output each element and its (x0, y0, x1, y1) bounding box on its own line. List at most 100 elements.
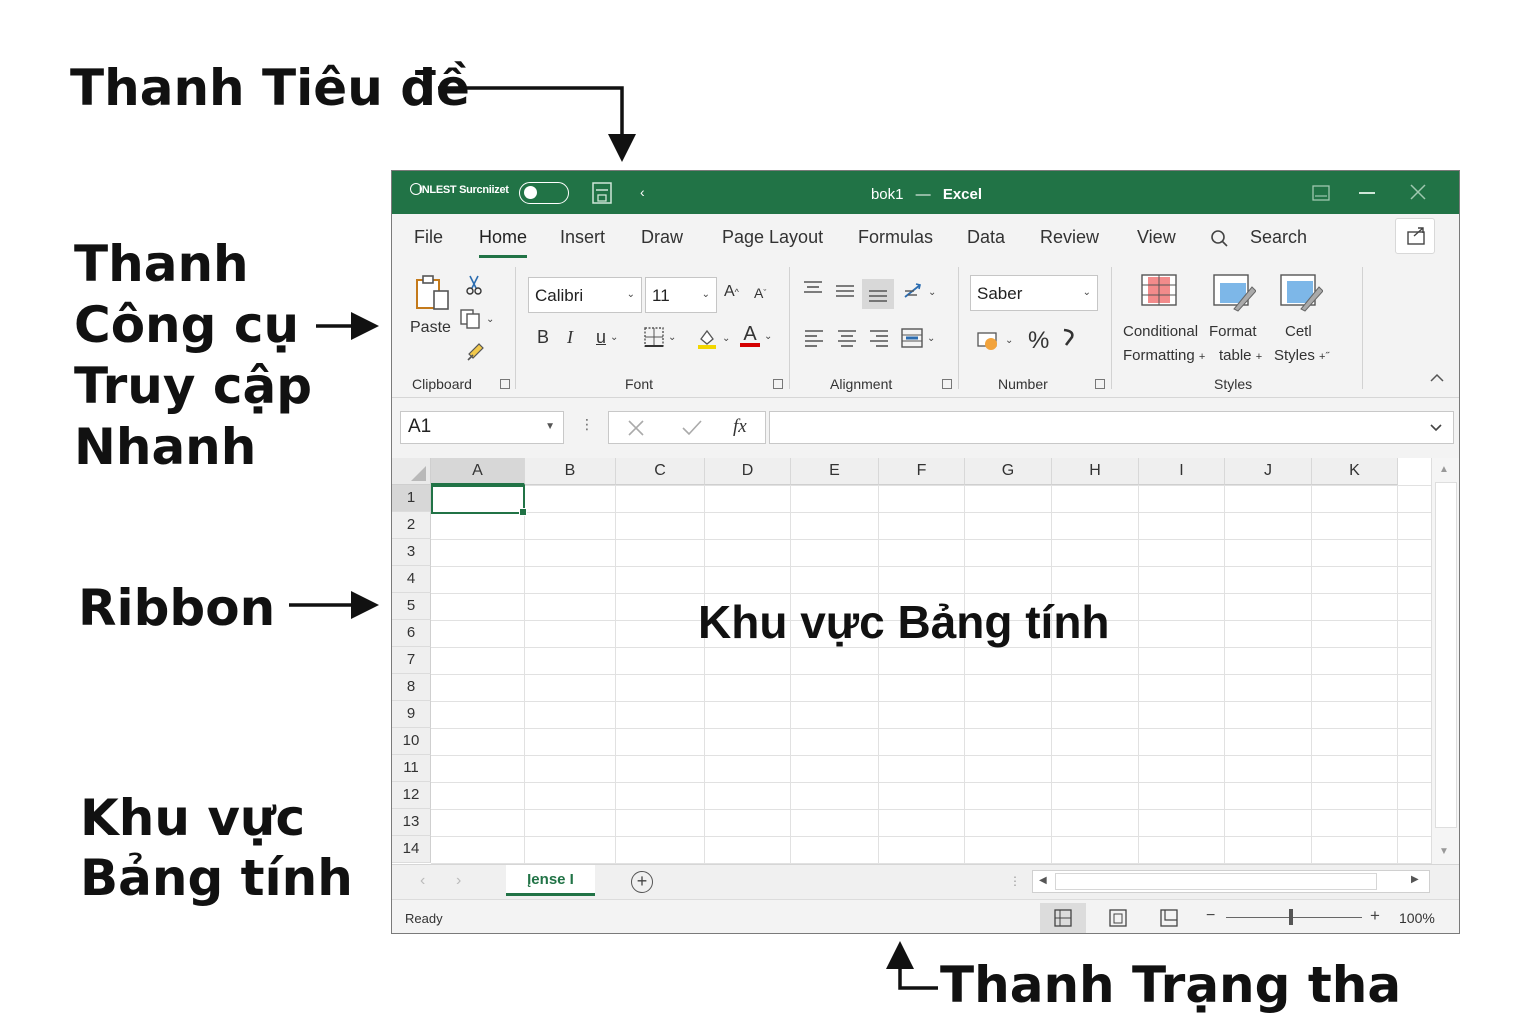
align-bottom-icon[interactable] (862, 279, 894, 309)
italic-button[interactable]: I (567, 327, 573, 347)
format-painter-icon[interactable] (464, 339, 488, 363)
fill-color-dropdown-icon[interactable]: ⌄ (722, 332, 731, 344)
tab-view[interactable]: View (1137, 227, 1176, 247)
align-top-icon[interactable] (802, 279, 824, 297)
row-header[interactable]: 4 (392, 566, 431, 593)
name-box-dropdown-icon[interactable]: ▼ (545, 421, 555, 432)
tab-formulas[interactable]: Formulas (858, 227, 934, 247)
column-header[interactable]: G (965, 458, 1052, 485)
column-header[interactable]: H (1052, 458, 1139, 485)
cut-icon[interactable] (462, 273, 486, 297)
copy-dropdown-icon[interactable]: ⌄ (486, 313, 495, 325)
normal-view-icon[interactable] (1040, 903, 1086, 933)
font-launcher-icon[interactable] (773, 379, 783, 389)
row-header[interactable]: 14 (392, 836, 431, 863)
cell-styles-label-1[interactable]: Cetl (1285, 323, 1312, 340)
cell-styles-icon[interactable] (1279, 273, 1323, 313)
row-header[interactable]: 3 (392, 539, 431, 566)
tab-draw[interactable]: Draw (641, 227, 684, 247)
tab-file[interactable]: File (414, 227, 444, 247)
next-sheet-icon[interactable]: › (456, 872, 462, 889)
format-table-label-1[interactable]: Format (1209, 323, 1257, 340)
font-size-select[interactable]: 11⌄ (645, 277, 717, 313)
tab-page-layout[interactable]: Page Layout (722, 227, 824, 247)
cell-area[interactable] (431, 485, 1431, 864)
scroll-up-icon[interactable]: ▲ (1439, 464, 1449, 475)
zoom-level[interactable]: 100% (1399, 910, 1435, 926)
fill-color-button[interactable]: ⌄ (696, 327, 730, 349)
row-header[interactable]: 10 (392, 728, 431, 755)
paste-icon[interactable] (410, 273, 454, 313)
column-header[interactable]: I (1139, 458, 1225, 485)
tab-insert[interactable]: Insert (560, 227, 606, 247)
close-icon[interactable] (1410, 184, 1426, 205)
scroll-down-icon[interactable]: ▼ (1439, 846, 1449, 857)
add-sheet-button[interactable]: + (631, 871, 653, 893)
paste-button-label[interactable]: Paste (410, 319, 451, 336)
search-icon[interactable] (1210, 229, 1228, 252)
zoom-slider-thumb[interactable] (1289, 909, 1293, 925)
horizontal-scrollbar[interactable]: ◀ (1032, 870, 1430, 893)
row-header[interactable]: 6 (392, 620, 431, 647)
borders-dropdown-icon[interactable]: ⌄ (668, 331, 677, 343)
tab-search[interactable]: Search (1250, 227, 1308, 247)
select-all-button[interactable] (392, 458, 431, 485)
tab-data[interactable]: Data (967, 227, 1006, 247)
column-header[interactable]: E (791, 458, 879, 485)
name-box[interactable]: A1 ▼ (400, 411, 564, 444)
column-header[interactable]: K (1312, 458, 1398, 485)
alignment-launcher-icon[interactable] (942, 379, 952, 389)
cell-styles-label-2[interactable]: Styles +˝ (1274, 347, 1329, 364)
align-left-icon[interactable] (803, 329, 825, 349)
tab-review[interactable]: Review (1040, 227, 1100, 247)
formula-bar-handle-icon[interactable]: ⋮ (580, 416, 594, 432)
column-header[interactable]: F (879, 458, 965, 485)
minimize-icon[interactable] (1359, 192, 1375, 194)
tab-home[interactable]: Home (479, 227, 528, 258)
row-header[interactable]: 9 (392, 701, 431, 728)
percent-button[interactable]: % (1028, 327, 1050, 354)
column-header[interactable]: J (1225, 458, 1312, 485)
vertical-scrollbar[interactable]: ▲ ▼ (1431, 458, 1459, 864)
merge-center-button[interactable]: ⌄ (901, 328, 935, 348)
page-layout-view-icon[interactable] (1095, 903, 1141, 933)
align-right-icon[interactable] (868, 329, 890, 349)
zoom-slider[interactable] (1226, 917, 1362, 918)
underline-button[interactable]: u⌄ (596, 327, 618, 348)
expand-formula-bar-icon[interactable] (1429, 420, 1443, 438)
active-cell[interactable] (431, 485, 527, 516)
confirm-entry-icon[interactable] (681, 419, 703, 442)
scroll-left-icon[interactable]: ◀ (1039, 875, 1047, 886)
row-header[interactable]: 13 (392, 809, 431, 836)
format-as-table-icon[interactable] (1212, 273, 1256, 313)
font-name-select[interactable]: Calibri⌄ (528, 277, 642, 313)
scroll-right-icon[interactable]: ▶ (1411, 874, 1419, 885)
column-header[interactable]: C (616, 458, 705, 485)
font-color-dropdown-icon[interactable]: ⌄ (764, 330, 773, 342)
row-header[interactable]: 11 (392, 755, 431, 782)
zoom-in-button[interactable]: + (1370, 906, 1380, 925)
collapse-ribbon-icon[interactable] (1429, 373, 1445, 383)
align-center-icon[interactable] (836, 329, 858, 349)
row-header[interactable]: 2 (392, 512, 431, 539)
merge-center-dropdown-icon[interactable]: ⌄ (927, 332, 936, 344)
format-table-label-2[interactable]: table + (1219, 347, 1262, 364)
autosave-toggle[interactable] (519, 182, 569, 204)
borders-button[interactable]: ⌄ (644, 327, 676, 347)
grow-font-button[interactable]: A^ (724, 283, 739, 300)
underline-dropdown-icon[interactable]: ⌄ (610, 332, 619, 343)
accounting-dropdown-icon[interactable]: ⌄ (1005, 334, 1014, 346)
font-color-button[interactable]: A ⌄ (740, 324, 773, 347)
row-header[interactable]: 8 (392, 674, 431, 701)
conditional-formatting-icon[interactable] (1140, 273, 1180, 307)
previous-sheet-icon[interactable]: ‹ (420, 872, 426, 889)
number-launcher-icon[interactable] (1095, 379, 1105, 389)
column-header[interactable]: A (431, 458, 525, 485)
row-header[interactable]: 7 (392, 647, 431, 674)
clipboard-launcher-icon[interactable] (500, 379, 510, 389)
row-header[interactable]: 12 (392, 782, 431, 809)
align-middle-icon[interactable] (834, 283, 856, 301)
qat-customize-button[interactable]: ‹ (640, 184, 645, 200)
row-header[interactable]: 5 (392, 593, 431, 620)
